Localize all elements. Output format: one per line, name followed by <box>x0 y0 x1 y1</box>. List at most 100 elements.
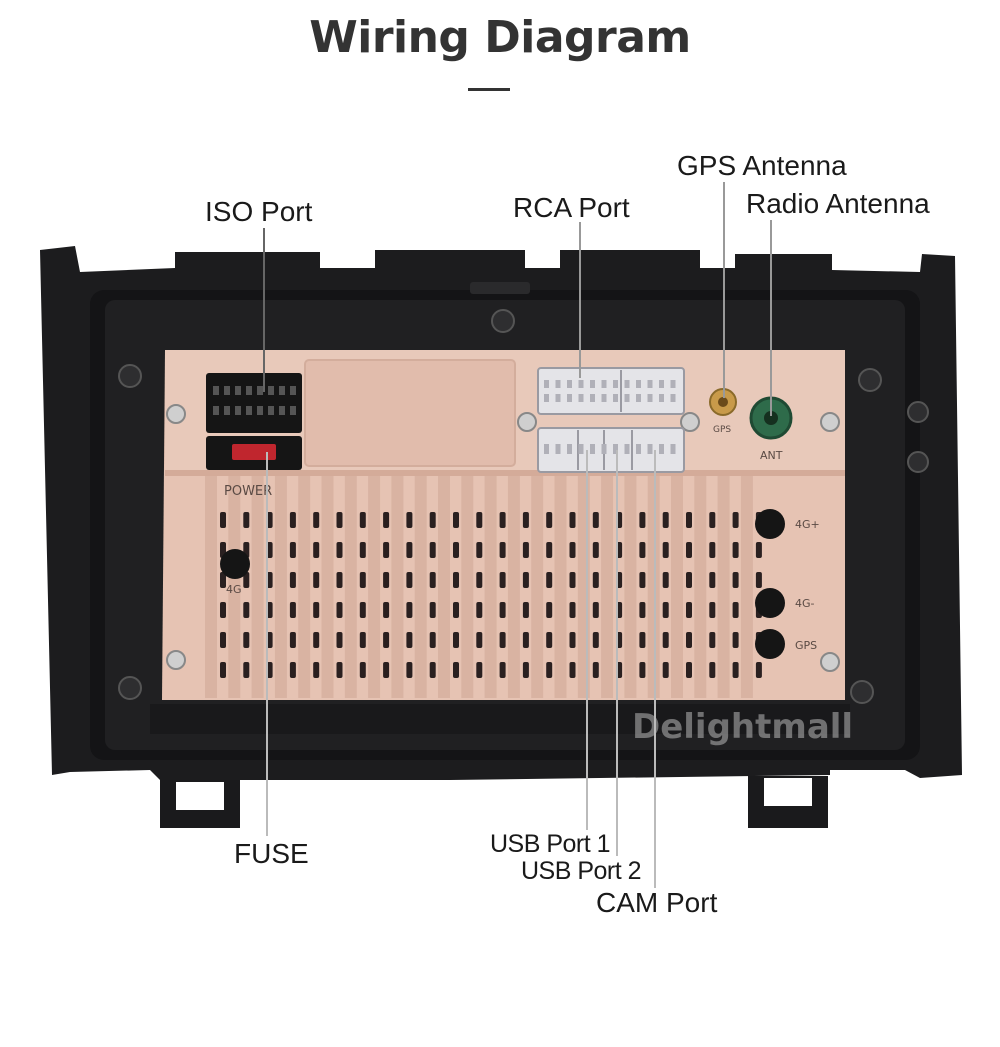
vent-fin <box>368 476 381 698</box>
vent-slot <box>709 512 716 528</box>
leader-lines <box>263 182 772 888</box>
vent-slot <box>522 572 529 588</box>
vent-slot <box>639 602 646 618</box>
vent-slot <box>639 512 646 528</box>
vent-slot <box>592 662 599 678</box>
vent-slot <box>289 602 296 618</box>
vent-slot <box>569 542 576 558</box>
usb-pin <box>613 444 618 454</box>
usb-pin <box>636 444 641 454</box>
gps-stamp: GPS <box>795 639 817 652</box>
vent-slot <box>732 512 739 528</box>
vent-fin <box>321 476 334 698</box>
iso-pin <box>213 386 219 395</box>
vent-slot <box>220 572 226 588</box>
vent-slot <box>546 662 553 678</box>
vent-fin <box>717 476 730 698</box>
vent-slot <box>453 512 459 528</box>
power-stamp: POWER <box>224 484 272 499</box>
vent-slot <box>429 662 436 678</box>
vent-slot <box>336 662 343 678</box>
vent-slot <box>243 572 250 588</box>
vent-slot <box>546 602 553 618</box>
vent-fin <box>251 476 264 698</box>
vent-slot <box>453 572 459 588</box>
vent-slot <box>453 542 459 558</box>
vent-slot <box>569 572 576 588</box>
iso-pin <box>268 386 274 395</box>
4g-minus-stamp: 4G- <box>795 597 815 610</box>
iso-pin <box>268 406 274 415</box>
rca-pin <box>670 380 676 388</box>
vent-fin <box>274 476 287 698</box>
vent-slot <box>686 632 692 648</box>
vent-slot <box>336 512 343 528</box>
watermark: Delightmall <box>632 707 853 747</box>
vent-slot <box>243 512 250 528</box>
vent-slot <box>499 512 506 528</box>
vent-fin <box>438 476 450 698</box>
vent-slot <box>476 632 483 648</box>
vent-slot <box>569 662 576 678</box>
vent-slot <box>592 632 599 648</box>
vent-slot <box>406 542 413 558</box>
iso-pin <box>279 386 285 395</box>
vent-slot <box>220 602 226 618</box>
vent-slot <box>243 632 250 648</box>
vent-slot <box>429 512 436 528</box>
vent-slot <box>220 662 226 678</box>
rca-pin <box>555 380 561 388</box>
vent-slot <box>709 632 716 648</box>
vent-fin <box>205 476 217 698</box>
4g-minus-port <box>755 588 785 618</box>
usb-pin <box>567 444 572 454</box>
vent-slot <box>546 572 553 588</box>
gps-antenna-label: GPS Antenna <box>677 150 847 181</box>
radio-antenna-label: Radio Antenna <box>746 188 930 219</box>
vent-slot <box>243 662 250 678</box>
usb-pin <box>647 444 653 454</box>
vent-fin <box>484 476 497 698</box>
rca-pin <box>567 394 572 402</box>
vent-slot <box>755 662 762 678</box>
vent-slot <box>289 662 296 678</box>
diagram-title: Wiring Diagram <box>309 12 691 63</box>
rca-pin <box>544 394 549 402</box>
vent-slot <box>383 602 390 618</box>
usb-pin <box>601 444 607 454</box>
vent-slot <box>359 602 366 618</box>
vent-slot <box>289 512 296 528</box>
vent-fin <box>414 476 427 698</box>
vent-slot <box>662 662 669 678</box>
vent-slot <box>499 662 506 678</box>
vent-slot <box>313 572 320 588</box>
vent-fin <box>601 476 614 698</box>
rca-pin <box>613 394 618 402</box>
vent-slot <box>546 632 553 648</box>
vent-fin <box>554 476 567 698</box>
iso-connector <box>206 373 302 433</box>
vent-slot <box>709 542 716 558</box>
vent-slot <box>732 572 739 588</box>
title-underline <box>468 88 510 91</box>
rca-pin <box>647 380 653 388</box>
vent-slot <box>359 572 366 588</box>
vent-slot <box>383 572 390 588</box>
vent-slot <box>662 542 669 558</box>
rca-connectors <box>537 367 685 415</box>
vent-fin <box>344 476 357 698</box>
vent-fin <box>391 476 404 698</box>
vent-slot <box>336 602 343 618</box>
gps-small-stamp: GPS <box>713 425 731 435</box>
vent-slot <box>243 602 250 618</box>
vent-slot <box>453 602 459 618</box>
vent-fin <box>531 476 544 698</box>
rca-pin <box>613 380 618 388</box>
rca-pin <box>590 380 595 388</box>
rca-pin <box>544 380 549 388</box>
vent-slot <box>709 662 716 678</box>
vent-slot <box>289 542 296 558</box>
iso-pin <box>290 386 296 395</box>
usb-pin <box>555 444 561 454</box>
iso-pin <box>235 386 241 395</box>
